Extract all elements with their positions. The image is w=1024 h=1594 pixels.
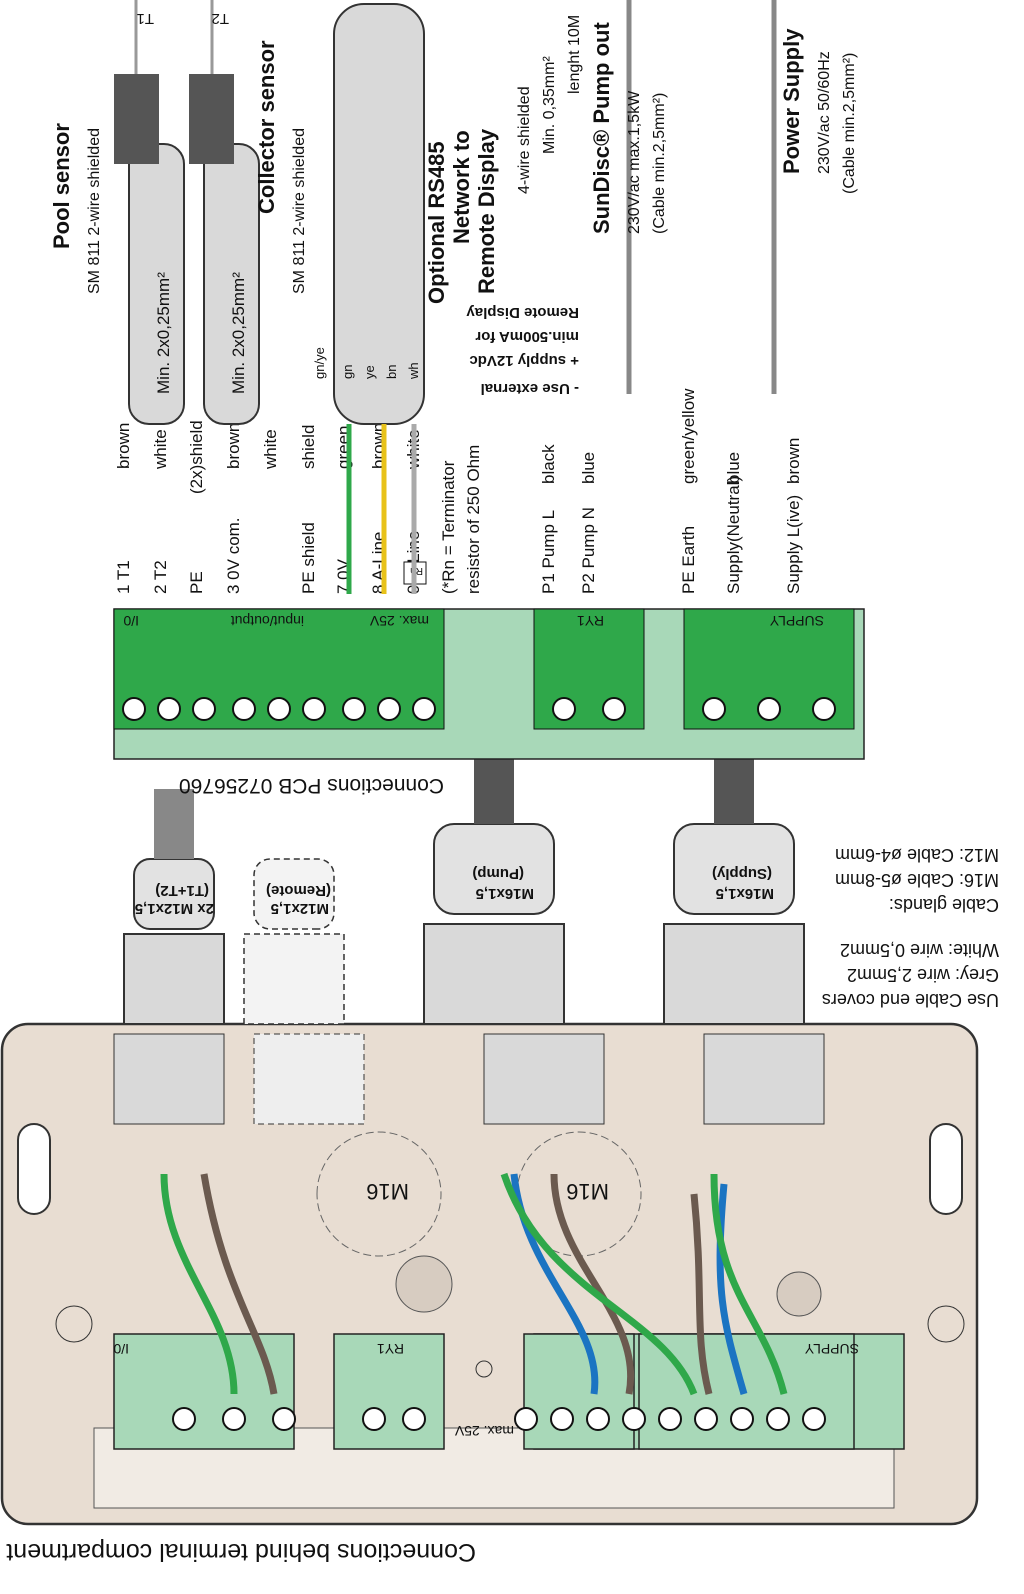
- pool-sub: SM 811 2-wire shielded: [86, 128, 103, 294]
- compartment-glands: [113, 1033, 825, 1125]
- pcb-io-label: I/0: [123, 613, 139, 629]
- rn-note-1: (*Rn = Terminator: [439, 460, 458, 594]
- rs485-c-bn: bn: [384, 365, 399, 379]
- gland-stacks: [123, 754, 805, 1025]
- pcb-io-sub: input/output: [231, 613, 304, 629]
- wire-4: brown: [224, 423, 243, 469]
- gland3-sub: (Pump): [472, 865, 524, 882]
- compartment-supply-label: SUPPLY: [804, 1341, 859, 1357]
- pump-title: SunDisc® Pump out: [589, 22, 614, 234]
- notes: Use Cable end covers Grey: wire 2,5mm2 W…: [822, 845, 999, 1010]
- pcb-row-labels: 1 T1 2 T2 PE 3 0V com. PE shield 7 0V 8 …: [114, 388, 803, 594]
- gland-labels: M16x1,5 (Supply) M16x1,5 (Pump) M12x1,5 …: [135, 865, 774, 917]
- pcb-max-label: max. 25V: [369, 613, 429, 629]
- note-4: Cable glands:: [889, 895, 999, 915]
- rs485-title2: Network to: [449, 130, 474, 244]
- power-sub1: 230V/ac 50/60Hz: [816, 51, 833, 174]
- rs485-sub3: lenght 10M: [566, 15, 583, 94]
- compartment-max-label: max. 25V: [454, 1423, 514, 1439]
- gland2-label: M12x1,5: [271, 900, 329, 917]
- row-1: 1 T1: [114, 560, 133, 594]
- power-title: Power Supply: [779, 28, 804, 174]
- rs485-ext1: - Use external: [481, 380, 579, 397]
- pcb-terminal-strip: max. 25V input/output I/0 RY1 SUPPLY: [113, 608, 865, 760]
- row-pe: PE Earth: [679, 526, 698, 594]
- gland1-label: 2x M12x1,5: [135, 900, 214, 917]
- section-titles: Pool sensor SM 811 2-wire shielded Colle…: [49, 10, 858, 397]
- note-1: Use Cable end covers: [822, 990, 999, 1010]
- rs485-c-wh: wh: [406, 362, 421, 380]
- rs485-c-gnye: gn/ye: [312, 347, 327, 379]
- gland2-sub: (Remote): [266, 882, 331, 899]
- gland4-sub: (Supply): [712, 865, 772, 882]
- rs485-sub2: Min. 0,35mm²: [541, 56, 558, 154]
- wire-2: white: [151, 429, 170, 470]
- row-p2: P2 Pump N: [579, 507, 598, 594]
- wire-p1: black: [539, 444, 558, 484]
- row-2: 2 T2: [151, 560, 170, 594]
- row-4: 3 0V com.: [224, 517, 243, 594]
- wire-6: shield: [299, 425, 318, 469]
- pcb-supply-label: SUPPLY: [769, 613, 824, 629]
- knockout-m16-2: M16: [366, 1179, 409, 1204]
- rs485-ext3: min.500mA for: [475, 328, 579, 345]
- collector-cable-label: Min. 2x0,25mm²: [229, 272, 248, 394]
- pcb-ry-label: RY1: [577, 613, 604, 629]
- row-n: Supply(Neutral): [724, 476, 743, 594]
- note-2: Grey: wire 2,5mm2: [847, 965, 999, 985]
- pcb-title: Connections PCB 07256760: [179, 774, 444, 797]
- rs485-c-ye: ye: [362, 365, 377, 379]
- wire-l: brown: [784, 438, 803, 484]
- compartment-io-label: I/0: [113, 1341, 129, 1357]
- collector-sub: SM 811 2-wire shielded: [291, 128, 308, 294]
- rs485-ext4: Remote Display: [466, 304, 579, 321]
- pool-tag: T1: [136, 10, 154, 27]
- wire-p2: blue: [579, 452, 598, 484]
- rs485-ext2: + supply 12Vdc: [469, 352, 579, 369]
- pump-sub2: (Cable min.2,5mm²): [651, 93, 668, 234]
- collector-title: Collector sensor: [254, 40, 279, 214]
- wire-1: brown: [114, 423, 133, 469]
- field-wires: [346, 0, 777, 594]
- pool-title: Pool sensor: [49, 123, 74, 249]
- gland4-label: M16x1,5: [716, 885, 774, 902]
- rn-note-2: resistor of 250 Ohm: [464, 445, 483, 594]
- rs485-title3: Remote Display: [474, 128, 499, 294]
- pump-sub1: 230V/ac max.1,5kW: [626, 90, 643, 234]
- note-6: M12: Cable ø4-6mm: [835, 845, 999, 865]
- sensor-cables: Min. 2x0,25mm² Min. 2x0,25mm²: [114, 0, 425, 425]
- row-3: PE: [187, 571, 206, 594]
- knockout-m16-1: M16: [566, 1179, 609, 1204]
- compartment-ry-label: RY1: [377, 1341, 404, 1357]
- row-p1: P1 Pump L: [539, 510, 558, 594]
- row-5: PE shield: [299, 522, 318, 594]
- box-title: Connections behind terminal compartment: [6, 1538, 476, 1566]
- wire-3: (2x)shield: [187, 420, 206, 494]
- note-3: White: wire 0,5mm2: [840, 940, 999, 960]
- svg-text:Rn: Rn: [410, 565, 423, 576]
- rs485-title1: Optional RS485: [424, 141, 449, 304]
- note-5: M16: Cable ø5-8mm: [835, 870, 999, 890]
- collector-tag: T2: [211, 10, 229, 27]
- compartment-wires: [160, 1172, 788, 1396]
- gland1-sub: (T1+T2): [155, 882, 209, 899]
- rs485-sub1: 4-wire shielded: [516, 86, 533, 194]
- wire-pe: green/yellow: [679, 388, 698, 484]
- pool-cable-label: Min. 2x0,25mm²: [154, 272, 173, 394]
- gland3-label: M16x1,5: [476, 885, 534, 902]
- wire-n: blue: [724, 452, 743, 484]
- row-l: Supply L(ive): [784, 495, 803, 594]
- power-sub2: (Cable min.2,5mm²): [841, 53, 858, 194]
- rs485-c-gn: gn: [340, 365, 355, 379]
- wire-5: white: [261, 429, 280, 470]
